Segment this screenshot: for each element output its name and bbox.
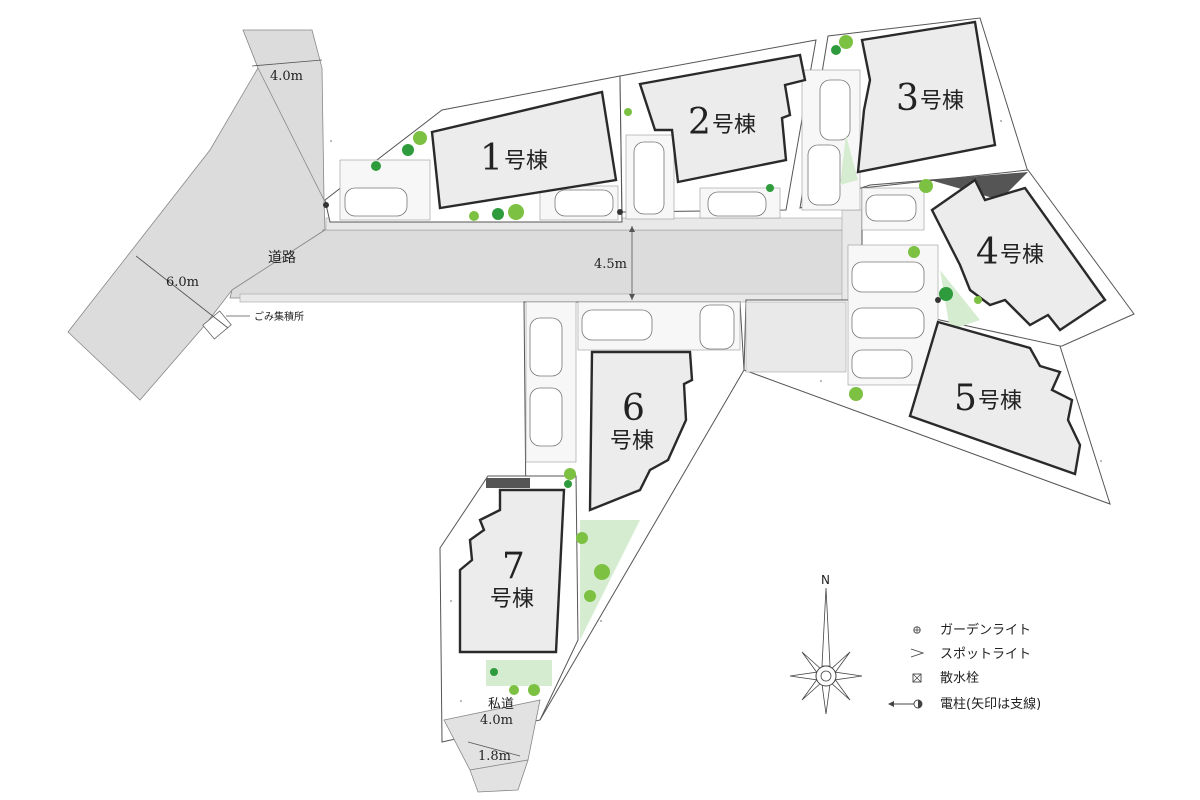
legend-label-garden-light: ガーデンライト	[940, 622, 1031, 638]
compass-rose: N	[789, 573, 863, 715]
lot-2-number: 2	[688, 102, 711, 143]
dim-line-north	[251, 59, 323, 67]
legend-label-spot-light: スポットライト	[940, 647, 1031, 662]
lot-6-lawn	[580, 520, 640, 640]
house-1	[430, 90, 618, 210]
dim-arrow-top	[629, 226, 635, 232]
public-road	[67, 29, 859, 401]
house-3-label: 3 号棟	[896, 78, 964, 119]
lot-2-suffix: 号棟	[712, 113, 756, 138]
dim-arrow-bottom	[629, 294, 635, 300]
lot-3-lawn	[840, 135, 858, 185]
house-1-label: 1 号棟	[480, 138, 548, 179]
legend-label-utility-pole: 電柱(矢印は支線)	[940, 696, 1041, 712]
house-3	[856, 20, 997, 174]
trees	[371, 35, 982, 696]
lot-4-lawn	[940, 270, 980, 330]
house-5	[908, 320, 1082, 476]
house-2-label: 2 号棟	[688, 102, 756, 143]
legend-item-garden-light: ガーデンライト	[913, 622, 1031, 638]
dim-line-west	[135, 255, 229, 329]
legend-label-water-tap: 散水栓	[940, 671, 979, 686]
road-width-north: 4.0m	[270, 69, 303, 84]
lot-6-suffix: 号棟	[610, 429, 654, 454]
dim-line-private	[467, 741, 521, 757]
lot-1-number: 1	[480, 138, 503, 179]
private-road-width: 4.0m	[480, 713, 513, 728]
lot-7-dark-setback	[486, 478, 530, 488]
road-width-west: 6.0m	[166, 275, 199, 290]
lot-4-suffix: 号棟	[1000, 243, 1044, 268]
spot-light-icon	[910, 648, 925, 658]
house-7-label: 7 号棟	[490, 546, 534, 612]
utility-pole-marks	[323, 202, 941, 303]
house-4	[930, 178, 1107, 332]
private-road-width-narrow: 1.8m	[478, 749, 511, 764]
lot-5-paving	[745, 301, 847, 373]
private-road-narrow	[469, 759, 529, 793]
garbage-station	[202, 310, 232, 340]
house-7	[458, 488, 566, 654]
lot-7-number: 7	[502, 546, 525, 587]
lot-1-suffix: 号棟	[504, 149, 548, 174]
road-width-main: 4.5m	[594, 257, 627, 272]
house-2	[638, 53, 807, 184]
house-6-label: 6 号棟	[610, 388, 654, 454]
house-5-label: 5 号棟	[954, 378, 1022, 419]
lot-6-number: 6	[622, 388, 645, 429]
lot-5-suffix: 号棟	[978, 389, 1022, 414]
private-road-label: 私道	[488, 697, 514, 712]
garbage-label: ごみ集積所	[254, 310, 304, 323]
house-6	[588, 350, 694, 512]
lot-3-suffix: 号棟	[920, 89, 964, 114]
legend: ガーデンライト スポットライト 散水栓 電柱(矢印は支線)	[888, 622, 1041, 712]
legend-item-spot-light: スポットライト	[910, 647, 1031, 662]
parked-cars	[344, 79, 925, 447]
legend-item-utility-pole: 電柱(矢印は支線)	[888, 696, 1041, 712]
compass-north-label: N	[821, 573, 830, 587]
lot-4-number: 4	[976, 232, 999, 273]
legend-item-water-tap: 散水栓	[912, 671, 979, 686]
lot-3-number: 3	[896, 78, 919, 119]
lot-5-number: 5	[954, 378, 977, 419]
road-label: 道路	[268, 250, 296, 266]
lot-7-suffix: 号棟	[490, 587, 534, 612]
house-4-label: 4 号棟	[976, 232, 1044, 273]
